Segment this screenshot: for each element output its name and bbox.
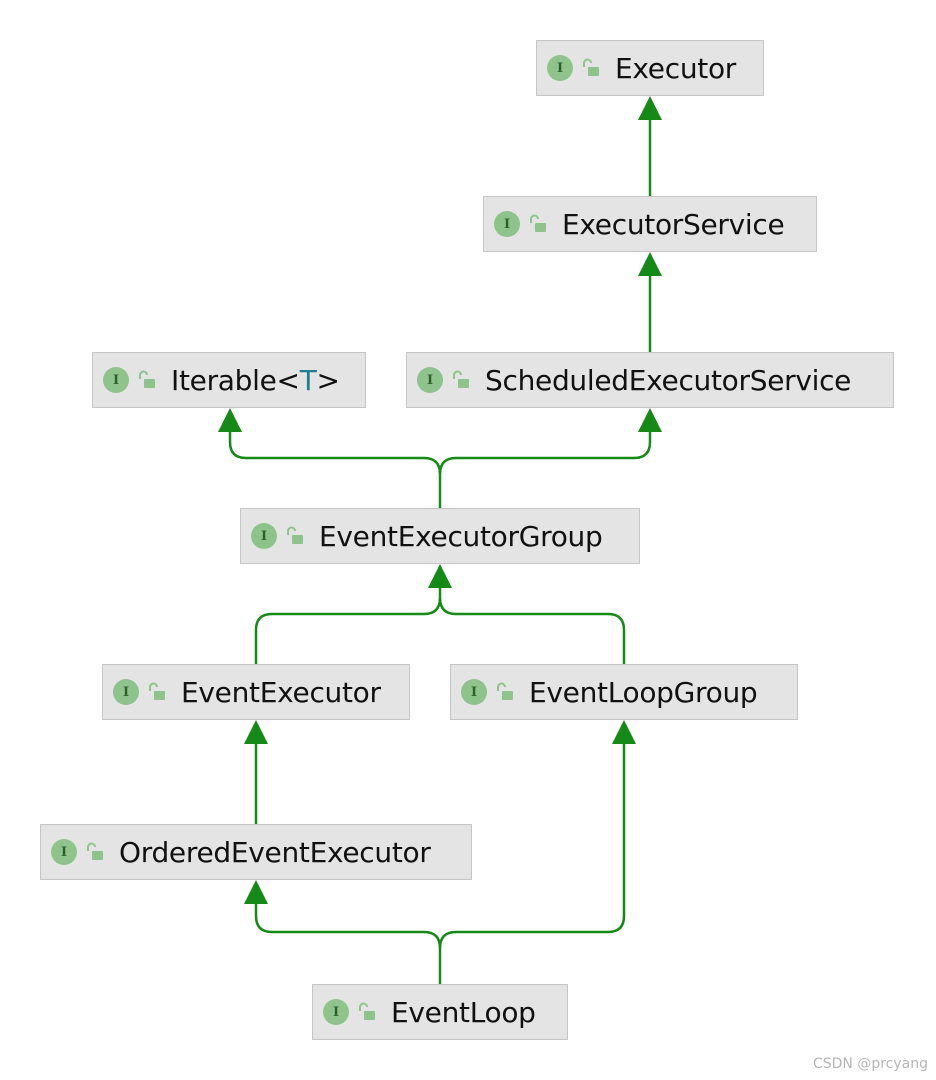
unlocked-padlock-icon [530, 214, 546, 232]
unlocked-padlock-icon [87, 842, 103, 860]
edge-event-executor-group-to-iterable [228, 430, 442, 508]
arrowhead-scheduled-executor-service [638, 408, 662, 432]
node-label: OrderedEventExecutor [119, 835, 431, 869]
interface-badge-icon: I [494, 211, 520, 237]
edge-event-loop-to-event-loop-group [438, 742, 626, 949]
node-event-executor-group[interactable]: I EventExecutorGroup [240, 508, 640, 564]
node-event-loop[interactable]: I EventLoop [312, 984, 568, 1040]
interface-badge-icon: I [323, 999, 349, 1025]
node-event-loop-group[interactable]: I EventLoopGroup [450, 664, 798, 720]
edge-event-executor-group-to-scheduled [438, 430, 652, 475]
type-name: Iterable [171, 363, 277, 397]
edge-event-loop-to-ordered [254, 902, 442, 984]
interface-badge-icon: I [461, 679, 487, 705]
type-parameter: T [299, 363, 317, 397]
arrowhead-executor [638, 96, 662, 120]
unlocked-padlock-icon [359, 1002, 375, 1020]
node-label: EventLoopGroup [529, 675, 758, 709]
interface-badge-icon: I [51, 839, 77, 865]
node-event-executor[interactable]: I EventExecutor [102, 664, 410, 720]
arrowhead-event-executor-group [428, 564, 452, 588]
arrowhead-event-loop-group [612, 720, 636, 744]
node-label: EventLoop [391, 995, 536, 1029]
node-label: ExecutorService [562, 207, 785, 241]
edge-event-executor-to-group [254, 586, 442, 664]
node-label: Iterable<T> [171, 364, 340, 397]
unlocked-padlock-icon [139, 370, 155, 388]
node-label: ScheduledExecutorService [485, 363, 852, 397]
unlocked-padlock-icon [497, 682, 513, 700]
arrowhead-iterable [218, 408, 242, 432]
interface-badge-icon: I [547, 55, 573, 81]
edge-event-loop-group-to-group [438, 597, 626, 664]
node-label: EventExecutor [181, 675, 381, 709]
node-label: EventExecutorGroup [319, 519, 603, 553]
arrowhead-executor-service [638, 252, 662, 276]
unlocked-padlock-icon [287, 526, 303, 544]
unlocked-padlock-icon [583, 58, 599, 76]
unlocked-padlock-icon [149, 682, 165, 700]
interface-badge-icon: I [103, 367, 129, 393]
node-iterable[interactable]: I Iterable<T> [92, 352, 366, 408]
node-ordered-event-executor[interactable]: I OrderedEventExecutor [40, 824, 472, 880]
node-executor-service[interactable]: I ExecutorService [483, 196, 817, 252]
interface-badge-icon: I [417, 367, 443, 393]
node-label: Executor [615, 51, 736, 85]
arrowhead-ordered-event-executor [244, 880, 268, 904]
unlocked-padlock-icon [453, 370, 469, 388]
node-executor[interactable]: I Executor [536, 40, 764, 96]
interface-badge-icon: I [251, 523, 277, 549]
node-scheduled-executor-service[interactable]: I ScheduledExecutorService [406, 352, 894, 408]
type-bracket-open: < [276, 363, 300, 397]
watermark: CSDN @prcyang [812, 1056, 928, 1072]
interface-badge-icon: I [113, 679, 139, 705]
arrowhead-event-executor [244, 720, 268, 744]
type-bracket-close: > [316, 363, 340, 397]
